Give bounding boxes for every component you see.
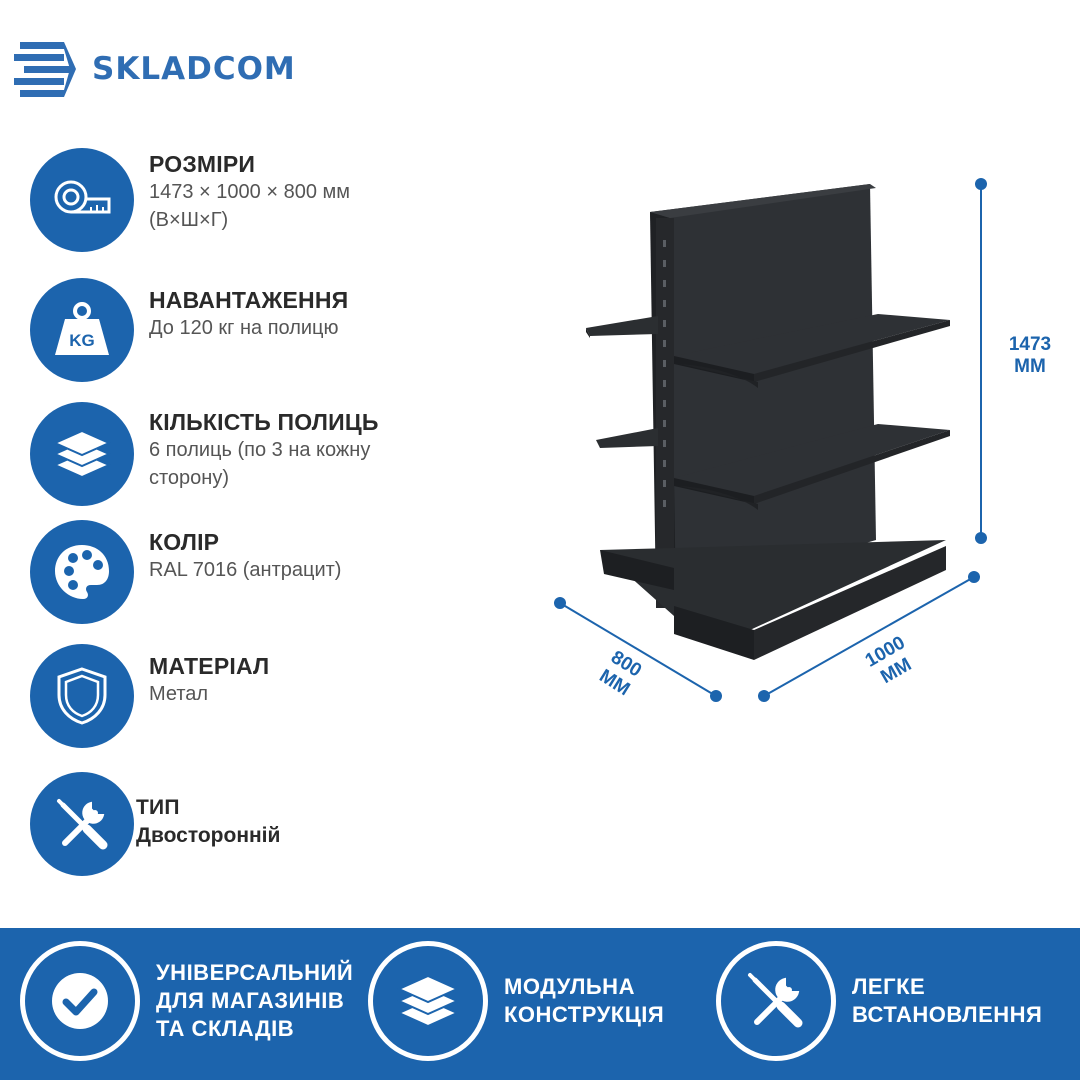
layers-icon [368,941,488,1061]
spec-value: До 120 кг на полицю [149,317,339,339]
feature-universal: УНІВЕРСАЛЬНИЙ ДЛЯ МАГАЗИНІВ ТА СКЛАДІВ [20,941,353,1061]
feature-easy-install: ЛЕГКЕ ВСТАНОВЛЕННЯ [716,941,1042,1061]
weight-kg-icon: KG [30,278,134,382]
spec-shelves: КІЛЬКІСТЬ ПОЛИЦЬ 6 полиць (по 3 на кожну… [30,402,449,506]
feature-label: УНІВЕРСАЛЬНИЙ ДЛЯ МАГАЗИНІВ ТА СКЛАДІВ [156,960,354,1041]
spec-value: 6 полиць (по 3 на кожну сторону) [149,439,371,489]
tools-icon [30,772,134,876]
feature-modular: МОДУЛЬНА КОНСТРУКЦІЯ [368,941,664,1061]
spec-value: Двосторонній [136,824,281,847]
spec-type: ТИП Двосторонній [30,772,280,876]
spec-title: РОЗМІРИ [149,151,256,177]
tools-icon [716,941,836,1061]
shield-icon [30,644,134,748]
spec-value: 1473 × 1000 × 800 мм (В×Ш×Г) [149,181,350,231]
palette-icon [30,520,134,624]
check-icon [20,941,140,1061]
spec-material: МАТЕРІАЛ Метал [30,644,269,748]
spec-title: ТИП [136,796,180,819]
svg-text:KG: KG [69,331,95,350]
features-band: УНІВЕРСАЛЬНИЙ ДЛЯ МАГАЗИНІВ ТА СКЛАДІВ М… [0,928,1080,1080]
feature-label: МОДУЛЬНА КОНСТРУКЦІЯ [504,974,665,1027]
logo-mark-icon [14,42,76,97]
brand-logo: SKLADCOM [14,36,364,102]
height-dimension-label: 1473 ММ [1008,334,1052,377]
spec-title: КІЛЬКІСТЬ ПОЛИЦЬ [149,409,379,435]
spec-dimensions: РОЗМІРИ 1473 × 1000 × 800 мм (В×Ш×Г) [30,148,399,252]
gondola-shelf-illustration [554,178,987,702]
feature-label: ЛЕГКЕ ВСТАНОВЛЕННЯ [852,974,1043,1027]
spec-title: НАВАНТАЖЕННЯ [149,287,349,313]
tape-measure-icon [30,148,134,252]
spec-value: RAL 7016 (антрацит) [149,559,342,581]
spec-value: Метал [149,683,209,705]
spec-color: КОЛІР RAL 7016 (антрацит) [30,520,341,624]
spec-load: KG НАВАНТАЖЕННЯ До 120 кг на полицю [30,278,348,382]
layers-icon [30,402,134,506]
spec-title: МАТЕРІАЛ [149,653,270,679]
spec-title: КОЛІР [149,529,220,555]
brand-name: SKLADCOM [92,51,296,87]
